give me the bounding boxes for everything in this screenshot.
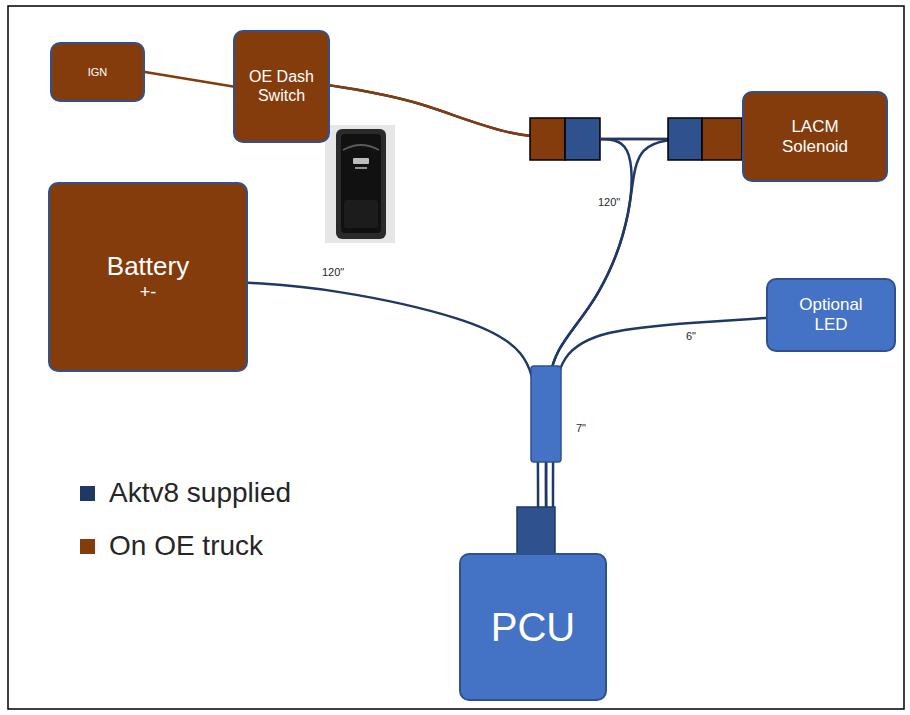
node-label: PCU bbox=[491, 604, 575, 650]
node-label: Optional LED bbox=[786, 295, 876, 334]
harness-plug-left bbox=[530, 118, 600, 160]
node-label: Battery bbox=[107, 252, 189, 282]
dash-switch-box: OE Dash Switch bbox=[233, 30, 330, 143]
ignition-box: IGN bbox=[50, 42, 145, 102]
node-label: LACM Solenoid bbox=[764, 117, 866, 156]
switch-photo bbox=[325, 125, 395, 243]
wire bbox=[553, 318, 766, 553]
frame bbox=[8, 6, 904, 709]
legend-label: On OE truck bbox=[109, 530, 263, 562]
solenoid-box: LACM Solenoid bbox=[742, 91, 888, 182]
legend-entry: Aktv8 supplied bbox=[80, 477, 291, 509]
wire-length: 120" bbox=[596, 196, 622, 209]
wire bbox=[330, 85, 632, 553]
led-box: Optional LED bbox=[766, 278, 896, 352]
node-label: IGN bbox=[88, 66, 108, 79]
wire-length: 6" bbox=[684, 330, 698, 343]
legend-swatch bbox=[80, 486, 95, 501]
pcu-plug bbox=[517, 507, 555, 554]
harness-sleeve bbox=[531, 366, 561, 462]
legend-label: Aktv8 supplied bbox=[109, 477, 291, 509]
battery-box: Battery+- bbox=[48, 182, 248, 372]
wire bbox=[546, 139, 742, 553]
wire-length: 7" bbox=[574, 422, 588, 435]
node-label: OE Dash Switch bbox=[249, 68, 314, 105]
harness-plug-right bbox=[668, 118, 742, 160]
harness-wire bbox=[600, 138, 668, 141]
wire bbox=[145, 72, 233, 87]
node-label: +- bbox=[140, 282, 157, 303]
pcu-box: PCU bbox=[459, 553, 607, 701]
legend-swatch bbox=[80, 539, 95, 554]
wire-length: 120" bbox=[320, 266, 346, 279]
legend-entry: On OE truck bbox=[80, 530, 263, 562]
wire bbox=[248, 283, 538, 553]
